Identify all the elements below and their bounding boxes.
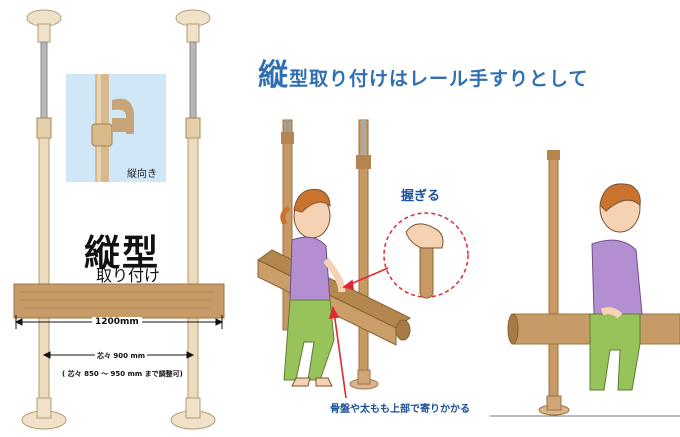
rail-width-label: 1200mm	[92, 317, 142, 327]
annotation-arrows	[328, 267, 389, 399]
headline: 縦型取り付けはレール手すりとして	[258, 50, 588, 94]
grip-label: 握ぎる	[401, 189, 441, 204]
headline-rest: 型取り付けはレール手すりとして	[289, 68, 589, 90]
middle-person	[280, 188, 346, 387]
dimension-lines	[14, 315, 224, 359]
left-wooden-rail	[13, 283, 225, 319]
headline-prefix: 縦	[258, 58, 289, 93]
product-photo	[66, 74, 166, 182]
product-title: 縦型	[84, 233, 161, 274]
lean-caption: 骨盤や太もも上部で寄りかかる	[330, 404, 470, 415]
right-pole	[170, 9, 216, 430]
right-scene	[490, 150, 680, 417]
photo-caption: 縦向き	[127, 169, 157, 180]
pole-spacing-note: ( 芯々 850 ～ 950 mm まで調整可)	[62, 370, 183, 378]
grip-detail-circle	[383, 212, 469, 299]
pole-spacing-label: 芯々 900 mm	[95, 351, 148, 361]
product-subtitle: 取り付け	[96, 266, 161, 285]
left-pole	[21, 9, 67, 430]
